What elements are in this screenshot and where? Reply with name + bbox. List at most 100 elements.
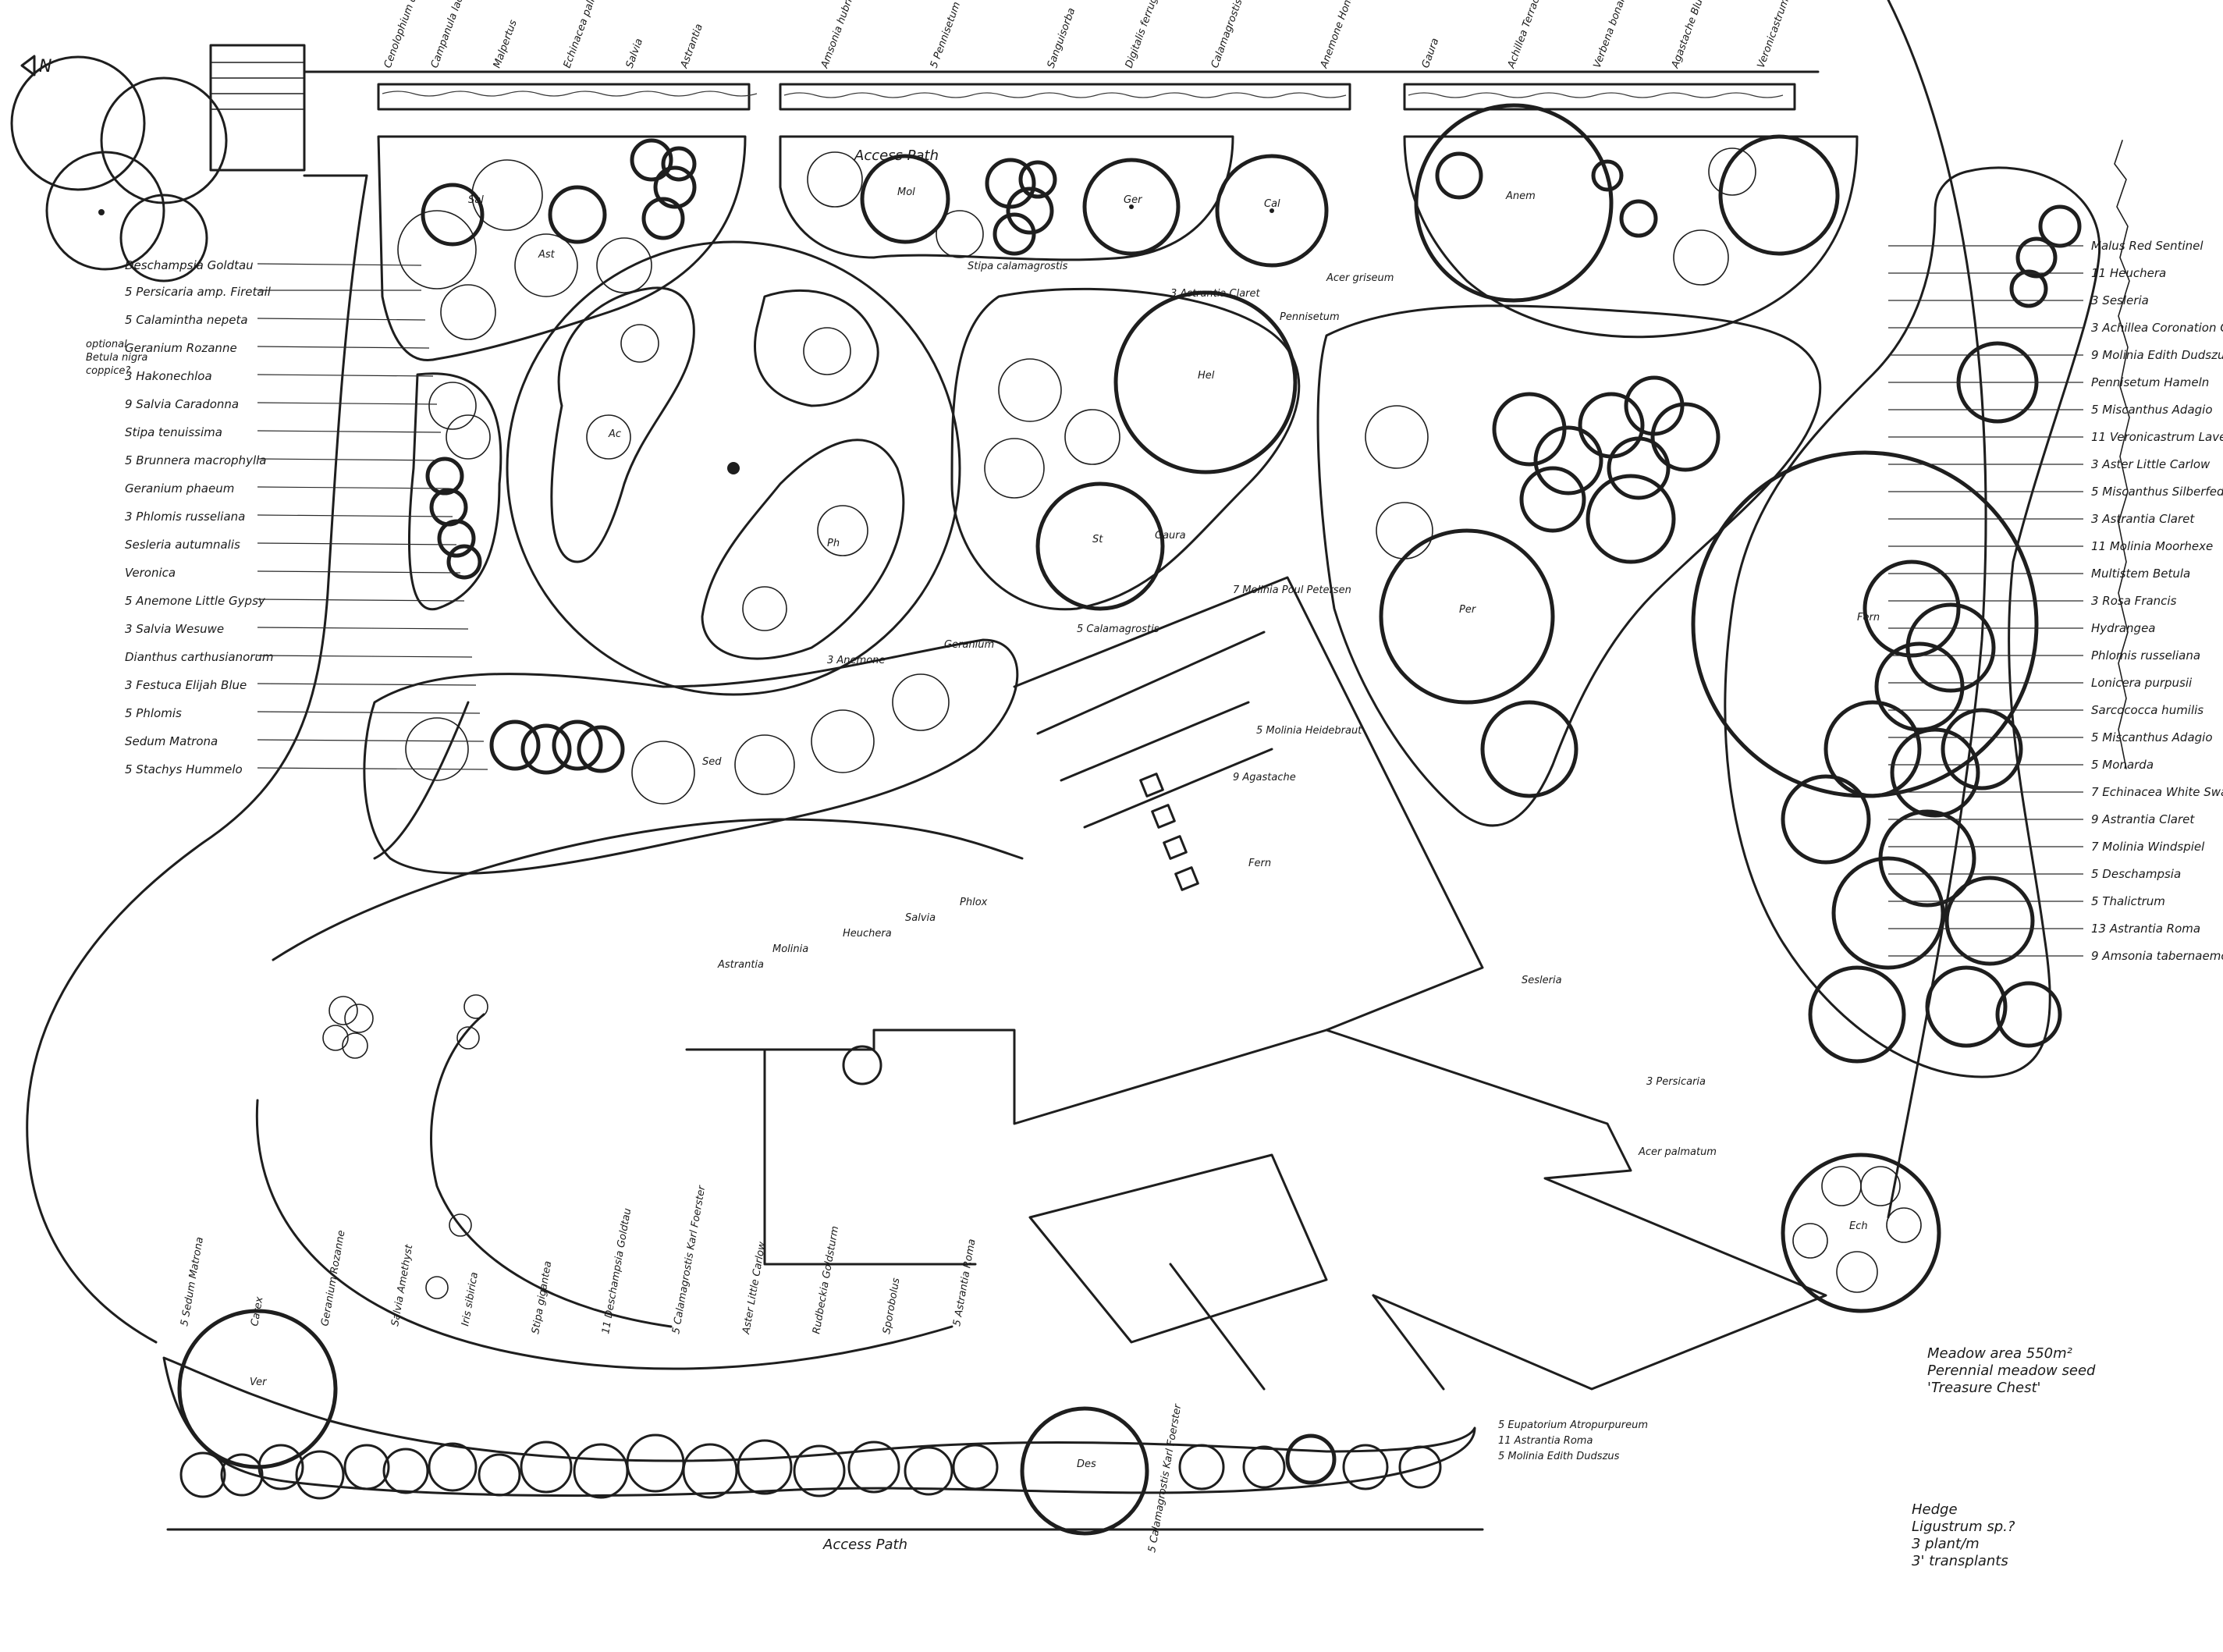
plant-label: 5 Molinia Heidebraut (1256, 725, 1362, 737)
bed-bottom: Access Path (162, 1309, 1484, 1553)
bed-round-lower-right (1781, 1153, 1941, 1313)
plant-label: 5 Stachys Hummelo (125, 762, 243, 776)
plant-label: 5 Pennisetum (929, 1, 964, 70)
bed-center-round (950, 287, 1301, 611)
plant-label: Geranium Rozanne (319, 1229, 347, 1327)
plant-label: Malus Red Sentinel (2091, 239, 2203, 253)
plant-label: 5 Monarda (2091, 758, 2154, 772)
plant-label: Stipa calamagrostis (968, 261, 1068, 272)
plant-label: Geranium phaeum (125, 481, 234, 496)
plant-label: 5 Miscanthus Silberfeder (2091, 485, 2223, 499)
plant-label: 3 Festuca Elijah Blue (125, 678, 247, 692)
plant-label: Sarcococca humilis (2091, 703, 2203, 717)
plant-label: 9 Agastache (1233, 772, 1296, 783)
plant-label: 5 Calamintha nepeta (125, 313, 248, 327)
plant-label: 5 Astrantia Roma (951, 1238, 978, 1327)
plant-label: Sesleria autumnalis (125, 538, 240, 552)
plant-label: Gaura (1155, 530, 1186, 542)
bed-right-long (1691, 166, 2101, 1078)
labels-left: Deschampsia Goldtau 5 Persicaria amp. Fi… (125, 258, 274, 776)
plant-label: Stipa gigantea (530, 1260, 554, 1335)
plant-label: 9 Salvia Caradonna (125, 397, 239, 411)
plant-label: Carex (249, 1295, 265, 1327)
north-arrow: N (20, 55, 51, 76)
bed-code: Ger (1124, 194, 1143, 206)
bed-left-strip (407, 372, 502, 611)
plant-label: Geranium Rozanne (125, 341, 237, 355)
plant-label: 5 Molinia Edith Dudszus (1498, 1451, 1620, 1462)
plant-label: 5 Persicaria amp. Firetail (125, 285, 272, 299)
coppice-note-line3: coppice? (86, 365, 130, 377)
bed-code: Ech (1849, 1220, 1868, 1232)
hedge-note-line1: Hedge (1912, 1501, 1958, 1518)
top-boundary: Access Path (303, 70, 1820, 164)
plant-label: 5 Calamagrostis Karl Foerster (670, 1184, 708, 1335)
plant-label: 5 Thalictrum (2091, 894, 2165, 908)
plant-label: Acer palmatum (1638, 1146, 1717, 1158)
bed-top-left (377, 135, 747, 361)
plant-label: Sesleria (1522, 975, 1562, 986)
house-deck (685, 576, 1827, 1391)
bed-code: Sal (468, 194, 484, 206)
plant-label: Sedum Matrona (125, 734, 218, 748)
plant-label: Salvia (624, 37, 645, 69)
plant-label: 3 Aster Little Carlow (2091, 457, 2211, 471)
plant-label: Lonicera purpusii (2091, 676, 2193, 690)
plant-label: 3 Persicaria (1646, 1076, 1706, 1088)
bed-code: Mol (897, 187, 915, 198)
plant-label: 3 Astrantia Claret (2091, 512, 2195, 526)
plant-label: Calamagrostis Karl Foerster (1209, 0, 1269, 69)
plant-label: Pennisetum Hameln (2091, 375, 2209, 389)
hedge-note-line4: 3' transplants (1912, 1553, 2008, 1569)
plant-label: Fern (1248, 858, 1271, 869)
plant-label: Cenolophium denudatum (382, 0, 438, 69)
bed-code: Anem (1505, 190, 1536, 202)
plant-label: 3 Astrantia Claret (1170, 288, 1261, 300)
bed-code: Ph (827, 538, 840, 549)
plant-label: Acer griseum (1326, 272, 1394, 284)
plant-label: 13 Astrantia Roma (2091, 922, 2200, 936)
bed-code: Cal (1264, 198, 1280, 210)
plant-label: 5 Calamagrostis Karl Foerster (1146, 1402, 1184, 1554)
plant-label: Echinacea pallida (562, 0, 603, 69)
plant-label: Sporobolus (881, 1277, 902, 1334)
bed-code: Per (1459, 604, 1477, 616)
meadow-note-line2: Perennial meadow seed (1927, 1362, 2096, 1379)
plant-label: 3 Rosa Francis (2091, 594, 2177, 608)
plant-label: 5 Sedum Matrona (179, 1236, 206, 1327)
plant-label: Aster Little Carlow (740, 1241, 769, 1336)
plant-label: Iris sibirica (460, 1271, 481, 1327)
bed-code-tags: Sal Ast Mol Ger Cal Anem Hel Per Fern Ec… (250, 187, 1880, 1470)
plant-label: Astrantia (678, 23, 705, 71)
plant-label: Sanguisorba (1046, 6, 1078, 69)
plant-label: Agastache Blue Fortune (1669, 0, 1722, 70)
plant-label: Anemone Honorine Jobert (1318, 0, 1374, 70)
hedge-note-line2: Ligustrum sp.? (1912, 1519, 2015, 1535)
labels-right: Malus Red Sentinel 11 Heuchera 3 Sesleri… (2091, 239, 2223, 963)
bed-code: St (1092, 534, 1103, 545)
plant-label: Dianthus carthusianorum (125, 650, 274, 664)
plant-label: 3 Sesleria (2091, 293, 2149, 307)
plant-label: 11 Heuchera (2091, 266, 2166, 280)
bed-top-center (779, 135, 1329, 268)
coppice-note-line1: optional (86, 339, 127, 350)
plant-label: Veronica (125, 566, 176, 580)
labels-top: Cenolophium denudatum Campanula lactiflo… (382, 0, 1817, 70)
plant-label: 9 Molinia Edith Dudszus (2091, 348, 2223, 362)
notes-block: Meadow area 550m² Perennial meadow seed … (1912, 1345, 2096, 1569)
plant-label: 9 Astrantia Claret (2091, 812, 2195, 826)
plant-label: 5 Miscanthus Adagio (2091, 403, 2213, 417)
bed-small-left (322, 994, 488, 1299)
plant-label: 7 Molinia Poul Petersen (1233, 584, 1351, 596)
plant-label: Multistem Betula (2091, 567, 2190, 581)
plant-label: Molinia (772, 943, 808, 955)
plant-label: Phlox (960, 897, 988, 908)
plant-label: Astrantia (717, 959, 764, 971)
plant-label: Campanula lactiflora (429, 0, 476, 69)
east-boundary (1887, 0, 2130, 1219)
plant-label: Verbena bonariensis (1592, 0, 1639, 69)
plant-label: 3 Anemone (827, 655, 885, 666)
plant-label: 3 Salvia Wesuwe (125, 622, 224, 636)
plant-label: Malpertus (492, 18, 520, 69)
